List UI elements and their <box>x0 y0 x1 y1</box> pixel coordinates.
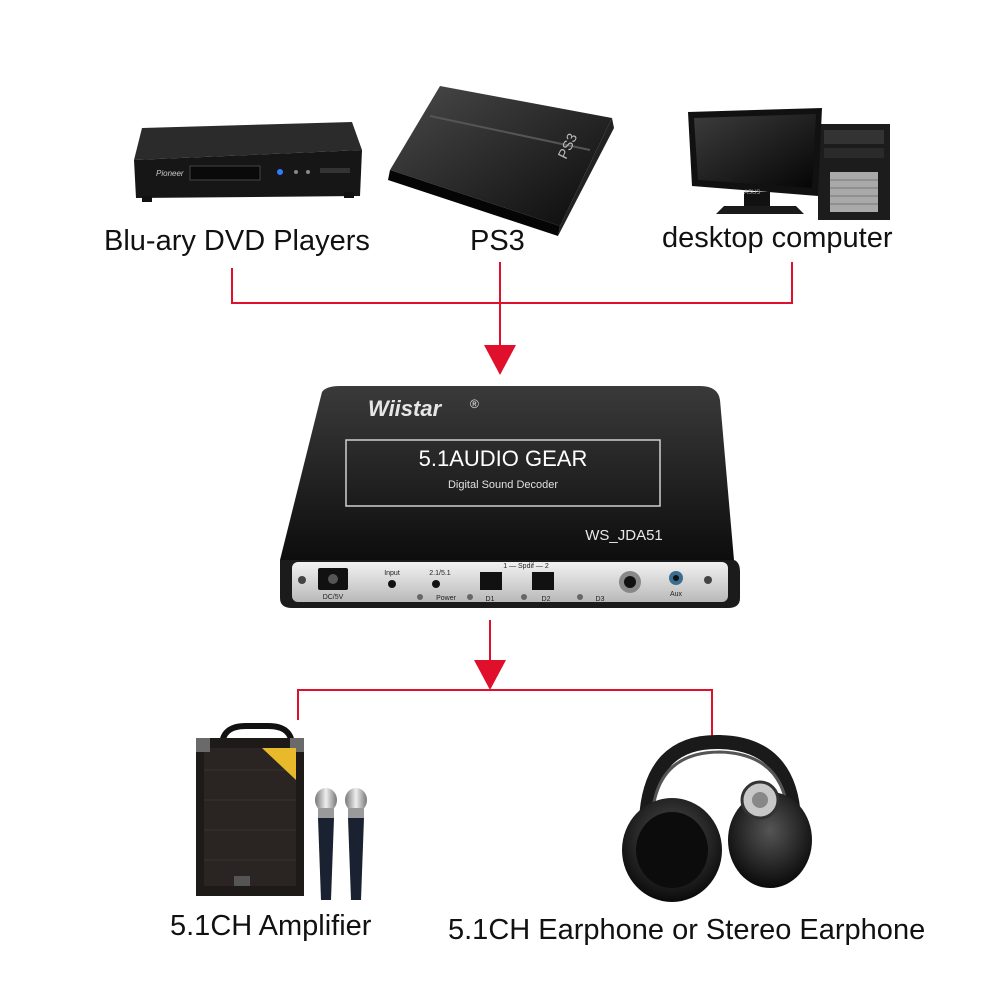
power-label: Power <box>436 595 457 602</box>
screw-left-icon <box>298 576 306 584</box>
speaker-amplifier-icon <box>196 723 367 900</box>
input-button <box>388 580 396 588</box>
output-label-earphone: 5.1CH Earphone or Stereo Earphone <box>448 914 926 946</box>
source-label-ps3: PS3 <box>470 225 525 257</box>
source-label-desktop: desktop computer <box>662 222 893 254</box>
headphones-icon <box>622 734 812 902</box>
mode-label: 2.1/5.1 <box>429 570 451 577</box>
audio-decoder-device: Wiistar ® 5.1AUDIO GEAR Digital Sound De… <box>280 386 740 608</box>
output-label-amplifier: 5.1CH Amplifier <box>170 910 372 942</box>
output-connector-lines <box>297 689 713 742</box>
ps3-console-icon: PS3 <box>388 86 614 236</box>
power-led-icon <box>417 594 423 600</box>
decoder-model: WS_JDA51 <box>585 527 663 544</box>
d1-label: D1 <box>486 596 495 603</box>
microphone-icon-2 <box>345 788 367 900</box>
mode-button <box>432 580 440 588</box>
d2-label: D2 <box>542 596 551 603</box>
registered-mark: ® <box>470 397 479 411</box>
source-label-bluray: Blu-ary DVD Players <box>104 225 370 257</box>
input-label: Input <box>384 570 400 577</box>
spdif-2-port <box>532 572 554 590</box>
desktop-computer-icon: ASUS <box>688 108 890 220</box>
d3-label: D3 <box>596 596 605 603</box>
player-brand: Pioneer <box>156 169 184 178</box>
source-connector-lines <box>231 262 793 345</box>
decoder-title: 5.1AUDIO GEAR <box>419 446 588 471</box>
dc-label: DC/5V <box>323 594 344 601</box>
spdif-1-port <box>480 572 502 590</box>
down-arrow-icon-2 <box>474 660 506 690</box>
decoder-subtitle: Digital Sound Decoder <box>448 479 558 491</box>
aux-label: Aux <box>670 591 683 598</box>
spdif-label: 1 — Spdif — 2 <box>503 563 549 570</box>
decoder-brand: Wiistar <box>368 396 443 421</box>
screw-right-icon <box>704 576 712 584</box>
monitor-brand: ASUS <box>744 190 760 196</box>
down-arrow-icon <box>484 345 516 375</box>
microphone-icon <box>315 788 337 900</box>
blu-ray-player-icon: Pioneer <box>134 122 362 202</box>
